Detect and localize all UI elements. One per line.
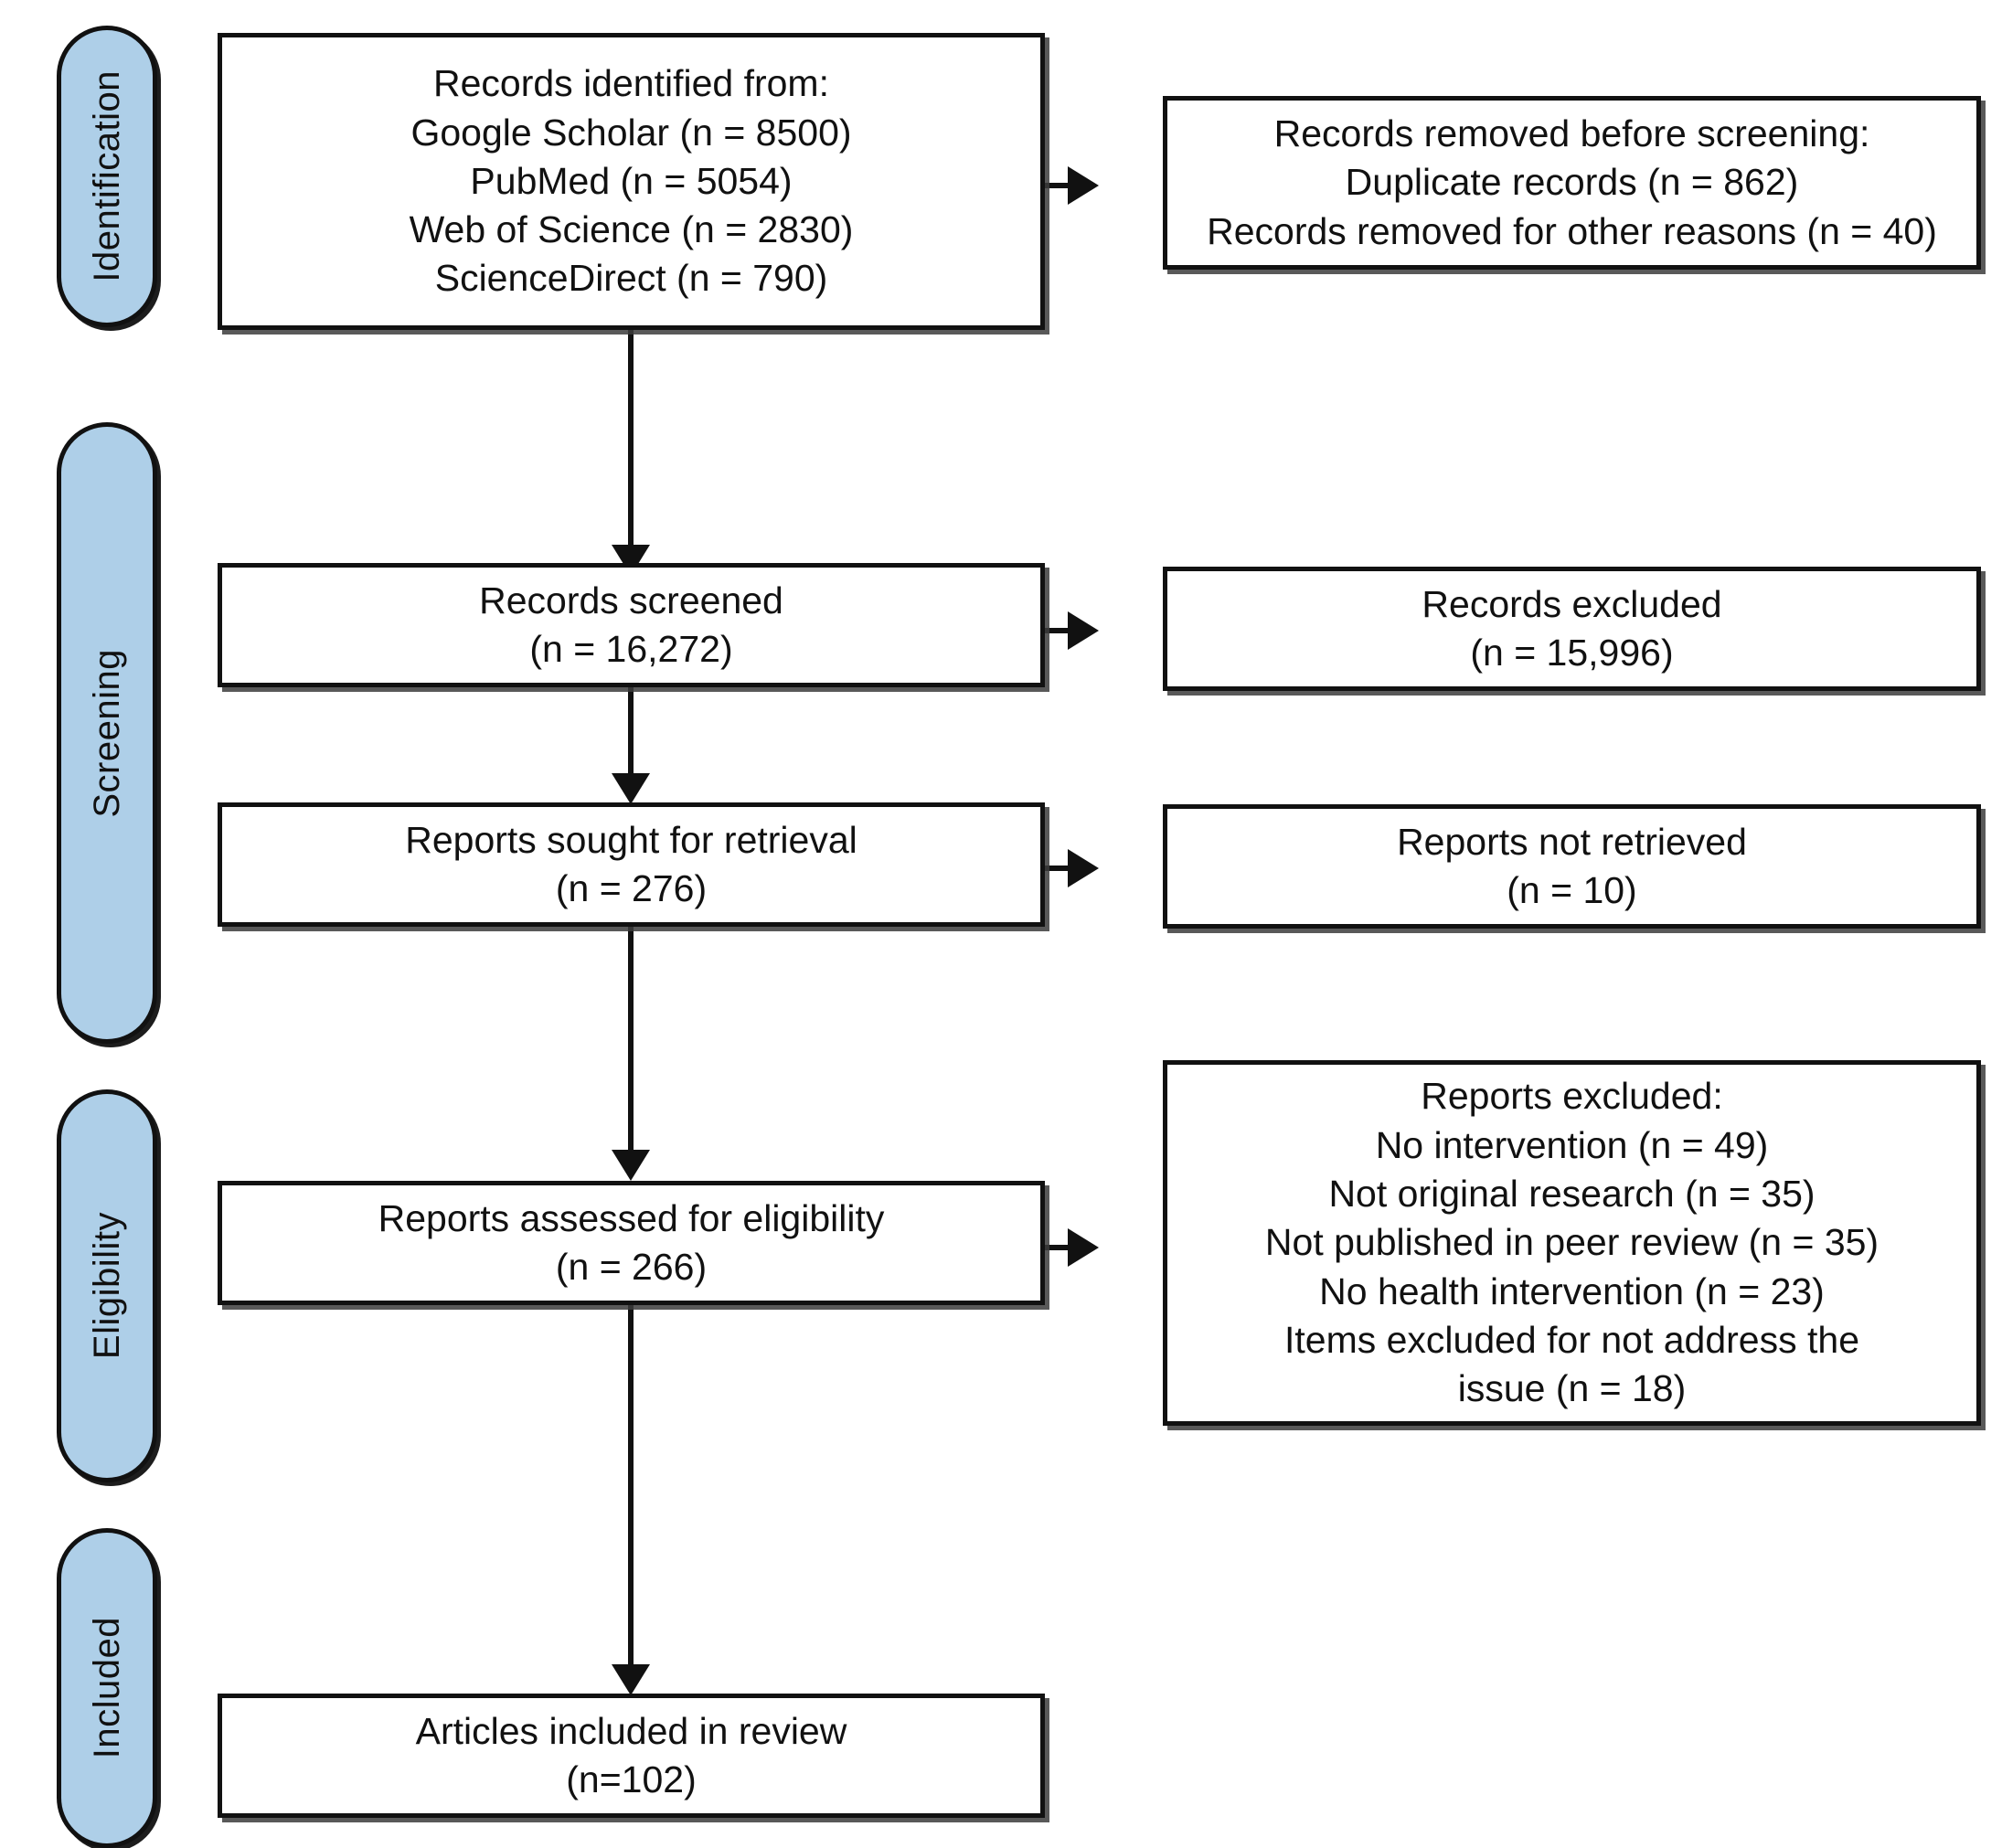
box-line: Duplicate records (n = 862) bbox=[1345, 161, 1799, 204]
box-line: (n = 10) bbox=[1507, 869, 1637, 911]
box-line: No intervention (n = 49) bbox=[1375, 1123, 1769, 1166]
box-records-removed: Records removed before screening: Duplic… bbox=[1163, 96, 1981, 270]
box-records-identified: Records identified from: Google Scholar … bbox=[218, 33, 1045, 330]
box-line: Articles included in review bbox=[415, 1709, 847, 1752]
box-line: Google Scholar (n = 8500) bbox=[410, 111, 852, 154]
box-line: (n = 15,996) bbox=[1470, 632, 1674, 674]
phase-label-screening: Screening bbox=[86, 648, 127, 818]
arrowhead-assessed-to-included bbox=[612, 1664, 650, 1695]
connector-sought-to-assessed bbox=[628, 927, 634, 1174]
connector-identified-to-screened bbox=[628, 329, 634, 558]
box-reports-assessed: Reports assessed for eligibility (n = 26… bbox=[218, 1181, 1045, 1305]
box-line: ScienceDirect (n = 790) bbox=[434, 257, 828, 300]
box-records-excluded: Records excluded (n = 15,996) bbox=[1163, 567, 1981, 691]
connector-assessed-to-included bbox=[628, 1304, 634, 1688]
box-line: Reports excluded: bbox=[1421, 1075, 1723, 1118]
box-line: Records screened bbox=[479, 579, 783, 621]
box-articles-included: Articles included in review (n=102) bbox=[218, 1694, 1045, 1818]
box-line: PubMed (n = 5054) bbox=[470, 159, 793, 202]
box-line: Not original research (n = 35) bbox=[1328, 1173, 1816, 1216]
box-reports-sought: Reports sought for retrieval (n = 276) bbox=[218, 802, 1045, 927]
box-line: Records excluded bbox=[1422, 582, 1722, 625]
box-line: Reports not retrieved bbox=[1397, 820, 1747, 863]
box-records-screened: Records screened (n = 16,272) bbox=[218, 563, 1045, 687]
phase-pill-eligibility: Eligibility bbox=[57, 1089, 157, 1482]
box-line: Records removed for other reasons (n = 4… bbox=[1207, 209, 1937, 252]
arrowhead-identified-to-removed bbox=[1068, 166, 1099, 205]
box-line: issue (n = 18) bbox=[1457, 1367, 1687, 1410]
box-reports-not-retrieved: Reports not retrieved (n = 10) bbox=[1163, 804, 1981, 929]
arrowhead-screened-to-excluded bbox=[1068, 611, 1099, 650]
phase-label-eligibility: Eligibility bbox=[86, 1212, 127, 1360]
box-line: No health intervention (n = 23) bbox=[1319, 1269, 1825, 1312]
phase-pill-identification: Identification bbox=[57, 26, 157, 327]
arrowhead-sought-to-not-retrieved bbox=[1068, 849, 1099, 887]
arrowhead-sought-to-assessed bbox=[612, 1150, 650, 1181]
arrowhead-screened-to-sought bbox=[612, 773, 650, 804]
arrowhead-assessed-to-reports-excluded bbox=[1068, 1228, 1099, 1267]
box-line: Reports assessed for eligibility bbox=[378, 1196, 885, 1239]
box-line: Records identified from: bbox=[433, 62, 829, 105]
phase-label-included: Included bbox=[86, 1617, 127, 1759]
box-line: Items excluded for not address the bbox=[1283, 1318, 1859, 1361]
connector-screened-to-sought bbox=[628, 687, 634, 797]
box-line: Not published in peer review (n = 35) bbox=[1264, 1221, 1880, 1264]
box-line: (n=102) bbox=[566, 1758, 697, 1800]
box-line: (n = 276) bbox=[555, 867, 708, 909]
box-line: Reports sought for retrieval bbox=[405, 818, 857, 861]
phase-pill-screening: Screening bbox=[57, 422, 157, 1044]
box-line: Web of Science (n = 2830) bbox=[409, 208, 854, 251]
box-line: (n = 266) bbox=[555, 1246, 708, 1288]
phase-pill-included: Included bbox=[57, 1528, 157, 1848]
box-line: Records removed before screening: bbox=[1273, 112, 1870, 155]
phase-label-identification: Identification bbox=[86, 70, 127, 282]
box-line: (n = 16,272) bbox=[529, 628, 733, 670]
box-reports-excluded: Reports excluded: No intervention (n = 4… bbox=[1163, 1060, 1981, 1426]
